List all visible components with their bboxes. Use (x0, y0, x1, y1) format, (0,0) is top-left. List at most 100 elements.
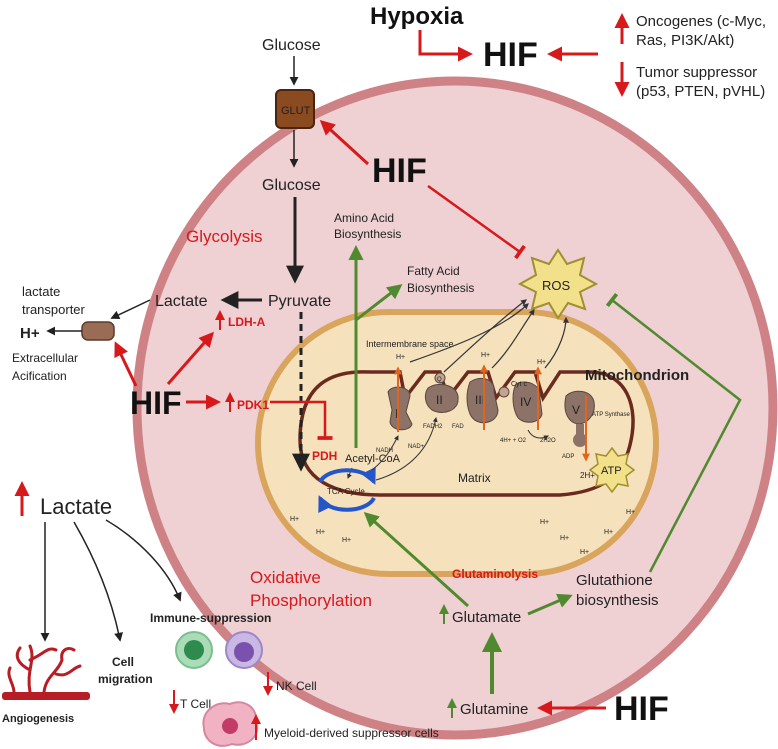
hypoxia-label: Hypoxia (370, 3, 464, 30)
glucose-inside-label: Glucose (262, 177, 321, 194)
complex-iii-to-ros-arrow (491, 309, 535, 369)
matrix-label: Matrix (458, 471, 491, 485)
h-plus-m2: H+ (316, 529, 325, 536)
svg-text:II: II (436, 393, 443, 407)
tca-cycle-ring-bottom (318, 495, 376, 514)
hif-to-transporter-arrow (114, 341, 138, 387)
acetyl-coa-label: Acetyl-CoA (345, 453, 401, 465)
complex-v-atp-synthase: V (564, 390, 595, 447)
glutamate-to-glutathione-arrow (527, 593, 573, 616)
t-cell-label: T Cell (180, 697, 211, 711)
lactate-to-transporter-arrow (110, 299, 151, 319)
transporter-text-2: transporter (22, 302, 86, 317)
h-plus-m4: H+ (540, 519, 549, 526)
oncogenes-text-1: Oncogenes (c-Myc, (636, 13, 766, 30)
atp-label: ATP (601, 465, 622, 477)
cytochrome-c (498, 386, 510, 398)
glutathione-inhibits-ros (605, 292, 742, 573)
svg-text:III: III (475, 393, 485, 407)
lactate-transporter (81, 321, 115, 341)
glutamine-label: Glutamine (460, 701, 528, 718)
complex-iv: IV (512, 381, 543, 423)
h-plus-label: H+ (20, 325, 40, 342)
intermembrane-label: Intermembrane space (366, 339, 454, 349)
nk-cell-label: NK Cell (276, 679, 317, 693)
glutamate-label: Glutamate (452, 609, 521, 626)
h-plus-i: H+ (396, 354, 405, 361)
h-plus-m7: H+ (604, 529, 613, 536)
oxphos-text-2: Phosphorylation (250, 591, 372, 610)
hif-center-label: HIF (372, 152, 427, 190)
adp-label: ADP (562, 454, 574, 460)
nadh-to-complex-i (371, 435, 399, 471)
complex-i: I (387, 386, 413, 431)
glut-transporter (275, 89, 315, 129)
mitochondrion-title: Mitochondrion (585, 367, 689, 384)
h-plus-m3: H+ (342, 537, 351, 544)
nk-cell-icon (225, 631, 263, 669)
lactate-to-immune-arrow (105, 519, 182, 602)
acidification-text-1: Extracellular (12, 351, 78, 365)
h-plus-m1: H+ (290, 516, 299, 523)
ldha-label: LDH-A (228, 315, 266, 329)
h-plus-iii: H+ (481, 352, 490, 359)
glutamate-to-tca-arrow (363, 511, 470, 608)
mdsc-icon (202, 701, 259, 747)
lactate-label: Lactate (155, 293, 208, 310)
atp-star (588, 446, 636, 494)
t-cell-icon (175, 631, 213, 669)
o2-label: 4H+ + O2 (500, 438, 527, 444)
angiogenesis-vessels-icon (2, 644, 90, 700)
ubiquinone-q (434, 372, 446, 384)
hif-to-ldha-arrow (166, 331, 214, 385)
complex-iv-to-water (527, 429, 549, 441)
angiogenesis-label: Angiogenesis (2, 713, 74, 725)
hypoxia-to-hif-arrow (418, 30, 473, 62)
ros-label: ROS (542, 278, 571, 293)
h-plus-m6: H+ (580, 549, 589, 556)
hif-bottom-label: HIF (614, 690, 669, 728)
tca-to-fadh2 (375, 417, 438, 481)
pdk1-label: PDK1 (237, 398, 269, 412)
glutaminolysis-label: Glutaminolysis (452, 567, 538, 581)
hif-top-label: HIF (483, 36, 538, 74)
fad-label: FAD (452, 424, 464, 430)
glut-label: GLUT (281, 105, 311, 117)
two-h-plus-label: 2H+ (580, 471, 595, 480)
complex-i-to-ros-arrow (409, 303, 529, 363)
immune-suppression-label: Immune-suppression (150, 611, 271, 625)
amino-acid-text-2: Biosynthesis (334, 227, 401, 241)
h-plus-m8: H+ (626, 509, 635, 516)
tca-cycle-label: TCA Cycle (327, 487, 365, 496)
cytc-label: Cyt c (511, 381, 527, 388)
fatty-acid-text-1: Fatty Acid (407, 264, 460, 278)
glutathione-text-1: Glutathione (576, 572, 653, 589)
suppressor-text-2: (p53, PTEN, pVHL) (636, 83, 765, 100)
h-plus-m5: H+ (560, 535, 569, 542)
lactate-to-migration-arrow (73, 521, 123, 642)
lactate-bottom-label: Lactate (40, 494, 112, 519)
cell-migration-text-1: Cell (112, 655, 134, 669)
atp-synthase-label: ATP Synthase (592, 412, 630, 418)
to-fatty-acid-arrow (355, 284, 403, 322)
svg-text:V: V (572, 403, 580, 417)
complex-iii: III (466, 377, 499, 424)
q-label: Q (437, 377, 442, 383)
ros-star (517, 248, 599, 320)
h-plus-iv: H+ (537, 359, 546, 366)
acidification-text-2: Acification (12, 369, 67, 383)
mitochondrion-inner-membrane (298, 370, 635, 497)
nadh-label: NADH (376, 448, 393, 454)
pdh-label: PDH (312, 449, 337, 463)
svg-text:IV: IV (520, 395, 531, 409)
hif-inhibits-ros (427, 184, 526, 260)
svg-text:I: I (395, 406, 399, 421)
cell-migration-text-2: migration (98, 672, 153, 686)
nad-label: NAD+ (408, 444, 425, 450)
oxphos-text-1: Oxidative (250, 568, 321, 587)
h2o-label: 2H2O (540, 438, 556, 444)
hif-left-label: HIF (130, 385, 182, 421)
glucose-outside-label: Glucose (262, 37, 321, 54)
complex-ii: II (424, 384, 459, 413)
